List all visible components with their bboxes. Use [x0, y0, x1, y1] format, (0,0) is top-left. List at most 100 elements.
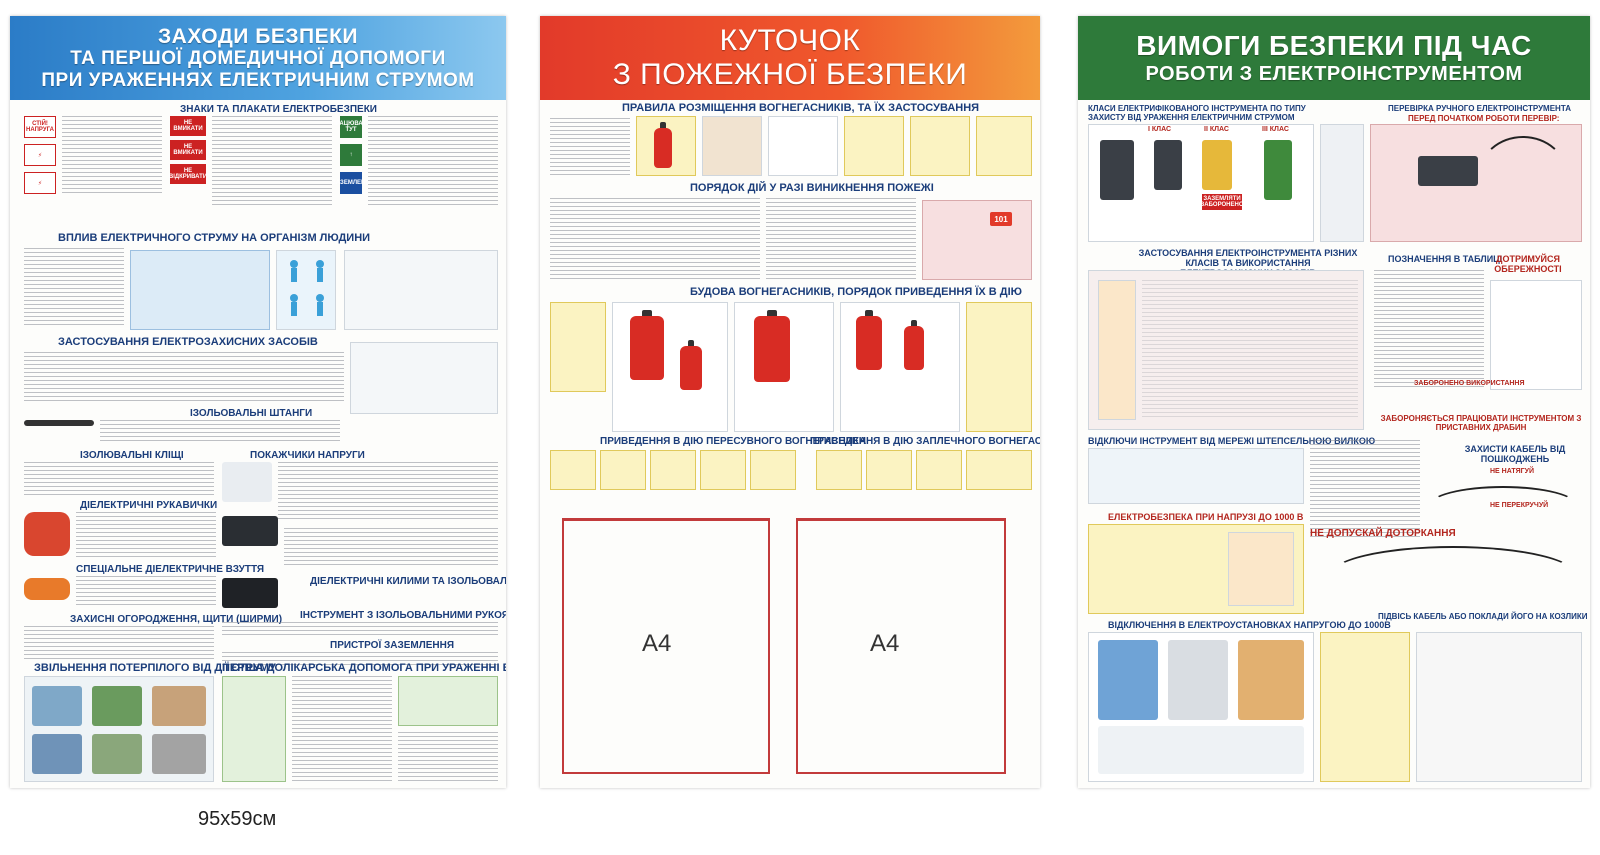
stand-2-title-banner: КУТОЧОК З ПОЖЕЖНОЇ БЕЗПЕКИ — [540, 16, 1040, 100]
chainsaw-icon — [1202, 140, 1232, 190]
signs-text-2 — [212, 116, 332, 208]
first-aid-text-1 — [292, 676, 392, 782]
backpack-step-4 — [966, 450, 1032, 490]
small-extinguisher-icon — [680, 340, 702, 390]
label-no-twist: НЕ ПЕРЕКРУЧУЙ — [1490, 502, 1549, 509]
heading-signs: ЗНАКИ ТА ПЛАКАТИ ЕЛЕКТРОБЕЗПЕКИ — [180, 104, 377, 115]
unplug-text — [1310, 440, 1420, 540]
gloves-text — [76, 512, 216, 558]
procedure-text-1 — [550, 198, 760, 282]
stand-electrical-safety: ЗАХОДИ БЕЗПЕКИ ТА ПЕРШОЇ ДОМЕДИЧНОЇ ДОПО… — [10, 16, 506, 788]
foam-extinguisher-icon — [856, 310, 882, 370]
release-image-5 — [92, 734, 142, 774]
release-image-2 — [92, 686, 142, 726]
work-illustration — [1320, 632, 1410, 782]
heading-safety-1000: ЕЛЕКТРОБЕЗПЕКА ПРИ НАПРУЗІ ДО 1000 В — [1108, 512, 1304, 522]
sign-warning-voltage: ⚡ — [24, 144, 56, 166]
influence-table — [130, 250, 270, 330]
extinguisher-icon — [654, 122, 672, 168]
stand-2-title-line-2: З ПОЖЕЖНОЇ БЕЗПЕКИ — [612, 58, 968, 91]
heading-hang: ПІДВІСЬ КАБЕЛЬ АБО ПОКЛАДИ ЙОГО НА КОЗЛИ… — [1378, 612, 1588, 621]
sign-work-here: ПРАЦЮВАТИ ТУТ — [332, 116, 370, 138]
heading-first-aid: ПЕРША ДОЛІКАРСЬКА ДОПОМОГА ПРИ УРАЖЕННІ … — [222, 662, 506, 674]
stand-3-title-banner: ВИМОГИ БЕЗПЕКИ ПІД ЧАС РОБОТИ З ЕЛЕКТРОІ… — [1078, 16, 1590, 100]
heading-procedure: ПОРЯДОК ДІЙ У РАЗІ ВИНИКНЕННЯ ПОЖЕЖІ — [690, 182, 934, 194]
mat-image — [222, 516, 278, 546]
powder-extinguisher-icon — [630, 310, 664, 380]
stand-power-tools-safety: ВИМОГИ БЕЗПЕКИ ПІД ЧАС РОБОТИ З ЕЛЕКТРОІ… — [1078, 16, 1590, 788]
first-aid-box — [398, 676, 498, 726]
circuit-scheme — [1416, 632, 1582, 782]
grinder-icon — [1154, 140, 1182, 190]
heading-disconnect: ВІДКЛЮЧЕННЯ В ЕЛЕКТРОУСТАНОВКАХ НАПРУГОЮ… — [1108, 620, 1391, 630]
placement-image-2 — [702, 116, 762, 176]
disconnect-step-3 — [1238, 640, 1304, 720]
stand-3-title-line-1: ВИМОГИ БЕЗПЕКИ ПІД ЧАС — [1136, 30, 1532, 61]
class-3-tool-icon — [1264, 140, 1292, 200]
heading-structure: БУДОВА ВОГНЕГАСНИКІВ, ПОРЯДОК ПРИВЕДЕННЯ… — [690, 286, 1022, 298]
placement-image-4 — [844, 116, 904, 176]
additional-means-table — [350, 342, 498, 414]
rods-text — [100, 420, 340, 444]
influence-text — [24, 248, 124, 328]
portable-step-2 — [600, 450, 646, 490]
heading-protect-cable: ЗАХИСТИ КАБЕЛЬ ВІД ПОШКОДЖЕНЬ — [1464, 444, 1566, 464]
table-legend-text — [1374, 270, 1484, 390]
sign-no-switch-2: НЕ ВМИКАТИ — [170, 140, 206, 160]
heading-no-touch: НЕ ДОПУСКАЙ ДОТОРКАННЯ — [1310, 528, 1456, 539]
grounding-text — [222, 652, 498, 668]
stand-1-title-line-3: ПРИ УРАЖЕННЯХ ЕЛЕКТРИЧНИМ СТРУМОМ — [41, 69, 475, 91]
release-image-6 — [152, 734, 206, 774]
procedure-text-2 — [766, 198, 916, 282]
heading-check-sub: ПЕРЕД ПОЧАТКОМ РОБОТИ ПЕРЕВІР: — [1408, 114, 1560, 123]
fire-phone-badge: 101 — [990, 212, 1012, 226]
sign-no-switch: НЕ ВМИКАТИ — [170, 116, 206, 136]
heading-portable: ПРИВЕДЕННЯ В ДІЮ ПЕРЕСУВНОГО ВОГНЕГАСНИК… — [600, 436, 867, 447]
release-image-1 — [32, 686, 82, 726]
sign-no-open: НЕ ВІДКРИВАТИ — [169, 164, 207, 184]
stand-3-title-line-2: РОБОТИ З ЕЛЕКТРОІНСТРУМЕНТОМ — [1145, 63, 1523, 85]
heading-backpack: ПРИВЕДЕННЯ В ДІЮ ЗАПЛЕЧНОГО ВОГНЕГАСНИКА — [810, 436, 1040, 447]
a4-pocket-right[interactable] — [796, 518, 1006, 774]
class-1-label: I КЛАС — [1148, 126, 1172, 133]
structure-step-image-1 — [550, 302, 606, 392]
first-aid-text-2 — [398, 732, 498, 782]
heading-release: ЗВІЛЬНЕННЯ ПОТЕРПІЛОГО ВІД ДІЇ СТРУМУ — [34, 662, 276, 674]
placement-image-6 — [976, 116, 1032, 176]
portable-step-1 — [550, 450, 596, 490]
heading-care: ДОТРИМУЙСЯ ОБЕРЕЖНОСТІ — [1494, 254, 1562, 274]
indicator-image — [222, 462, 272, 502]
placement-image-3 — [768, 116, 838, 176]
heading-influence: ВПЛИВ ЕЛЕКТРИЧНОГО СТРУМУ НА ОРГАНІЗМ ЛЮ… — [58, 232, 371, 244]
mat-image-2 — [222, 578, 278, 608]
release-image-4 — [32, 734, 82, 774]
placement-text — [550, 118, 630, 178]
backpack-step-3 — [916, 450, 962, 490]
placement-image-5 — [910, 116, 970, 176]
drill-check-icon — [1418, 156, 1478, 186]
heading-protective-means: ЗАСТОСУВАННЯ ЕЛЕКТРОЗАХИСНИХ ЗАСОБІВ — [58, 336, 318, 348]
label-no-tension: НЕ НАТЯГУЙ — [1490, 468, 1534, 475]
rod-image — [24, 420, 94, 426]
a4-pocket-left[interactable] — [562, 518, 770, 774]
indicators-text — [278, 462, 498, 522]
disconnect-step-1 — [1098, 640, 1158, 720]
heading-rods: ІЗОЛЬОВАЛЬНІ ШТАНГИ — [190, 408, 313, 419]
shoes-text — [76, 576, 216, 606]
fences-text — [24, 626, 214, 660]
co2-extinguisher-icon — [754, 310, 790, 382]
safety-1000-table — [1228, 532, 1294, 606]
heading-unplug: ВІДКЛЮЧИ ІНСТРУМЕНТ ВІД МЕРЕЖІ ШТЕПСЕЛЬН… — [1088, 436, 1376, 446]
stand-2-title-line-1: КУТОЧОК — [719, 24, 861, 57]
protective-text — [24, 352, 344, 402]
current-path-figures — [276, 250, 336, 330]
structure-step-column — [966, 302, 1032, 432]
stand-1-title-line-2: ТА ПЕРШОЇ ДОМЕДИЧНОЇ ДОПОМОГИ — [70, 47, 446, 69]
backpack-step-2 — [866, 450, 912, 490]
grounding-forbidden-label: ЗАЗЕМЛЯТИ ЗАБОРОНЕНО — [1200, 194, 1244, 210]
forbidden-use-label: ЗАБОРОНЕНО ВИКОРИСТАННЯ — [1414, 380, 1525, 387]
unplug-images — [1088, 448, 1304, 504]
heading-grounding: ПРИСТРОЇ ЗАЗЕМЛЕННЯ — [330, 640, 455, 651]
portable-step-5 — [750, 450, 796, 490]
stand-1-title-banner: ЗАХОДИ БЕЗПЕКИ ТА ПЕРШОЇ ДОМЕДИЧНОЇ ДОПО… — [10, 16, 506, 100]
